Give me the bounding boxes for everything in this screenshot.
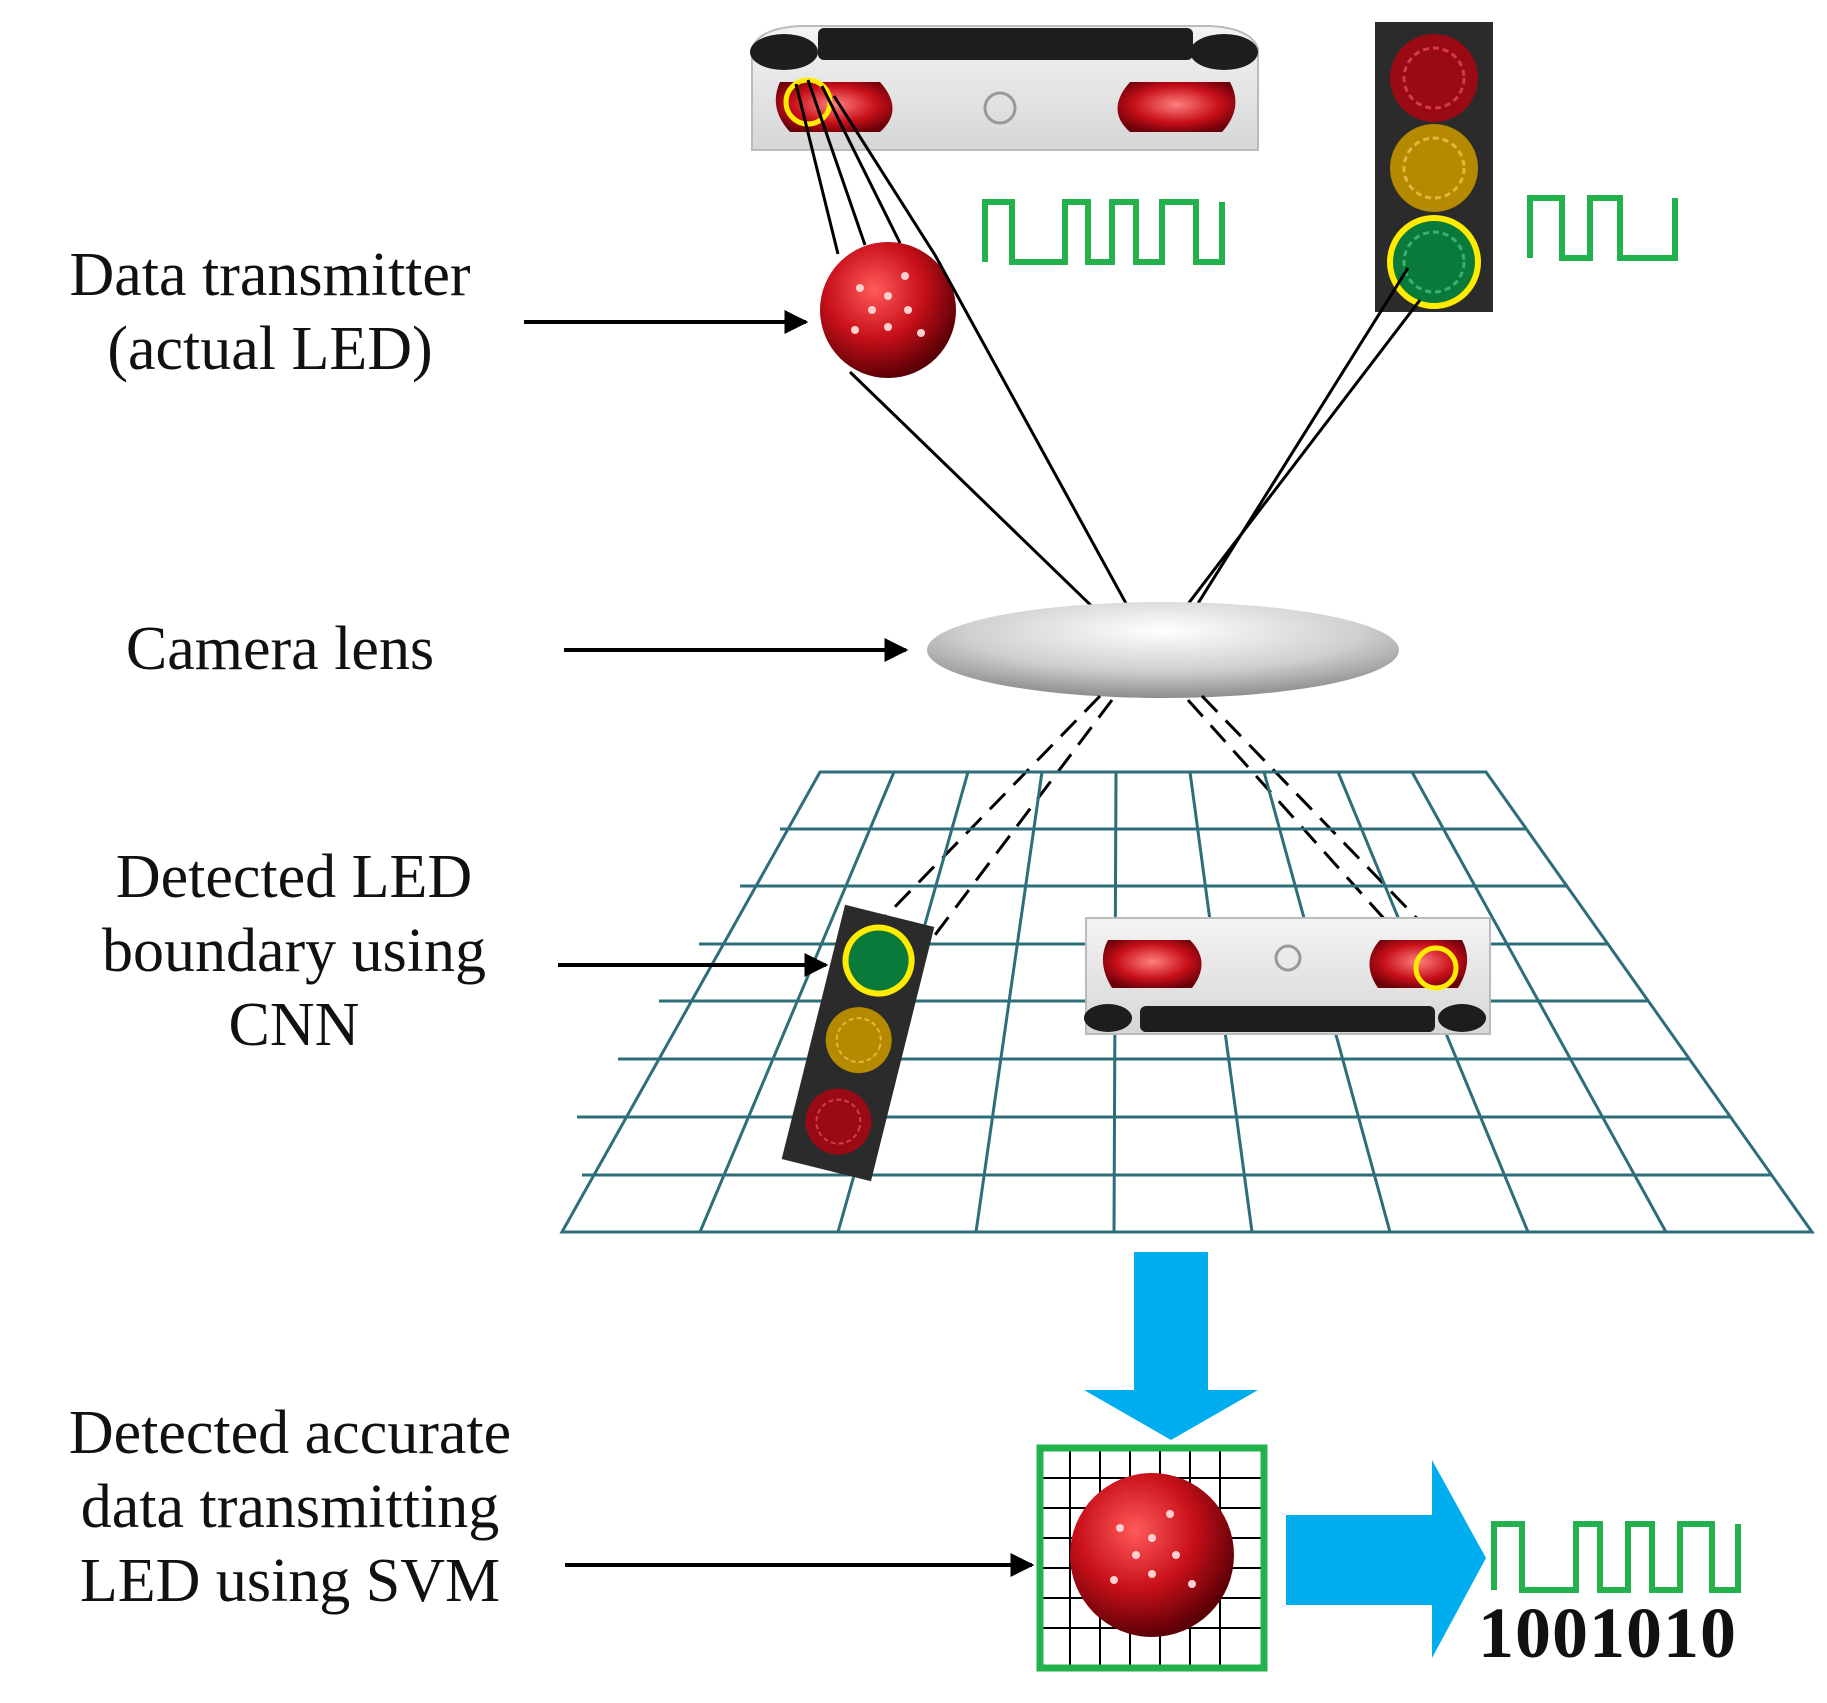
traffic-light-icon xyxy=(781,904,935,1182)
camera-lens-icon xyxy=(927,602,1399,698)
cnn-label-line3: CNN xyxy=(228,991,360,1059)
svm-label-line3: LED using SVM xyxy=(79,1547,501,1615)
lens-label-text: Camera lens xyxy=(125,615,435,683)
blue-right-arrow xyxy=(1286,1460,1486,1658)
output-bits: 1001010 xyxy=(1478,1593,1737,1673)
car-rear-icon xyxy=(750,25,1259,151)
lens-label: Camera lens xyxy=(60,612,500,686)
square-wave-icon xyxy=(1527,195,1678,261)
svm-detection-box xyxy=(1036,1444,1268,1672)
image-rays xyxy=(884,694,1436,938)
projection-lines xyxy=(794,79,1422,682)
square-wave-icon xyxy=(982,199,1225,265)
blue-down-arrow xyxy=(1084,1252,1258,1440)
square-wave-icon xyxy=(1491,1521,1741,1593)
traffic-light-icon xyxy=(1375,22,1493,312)
transmitter-label-line1: Data transmitter xyxy=(69,241,471,309)
cnn-label-line1: Detected LED xyxy=(115,843,473,911)
led-icon xyxy=(820,242,956,378)
led-icon xyxy=(1070,1473,1234,1637)
svm-label-line2: data transmitting xyxy=(80,1473,500,1541)
transmitter-label-line2: (actual LED) xyxy=(107,315,433,383)
cnn-label-line2: boundary using xyxy=(101,917,487,985)
svm-label-line1: Detected accurate xyxy=(68,1399,512,1467)
svm-label: Detected accurate data transmitting LED … xyxy=(14,1396,566,1618)
transmitter-label: Data transmitter (actual LED) xyxy=(18,238,522,386)
cnn-label: Detected LED boundary using CNN xyxy=(40,840,548,1062)
car-rear-icon xyxy=(1084,917,1491,1035)
